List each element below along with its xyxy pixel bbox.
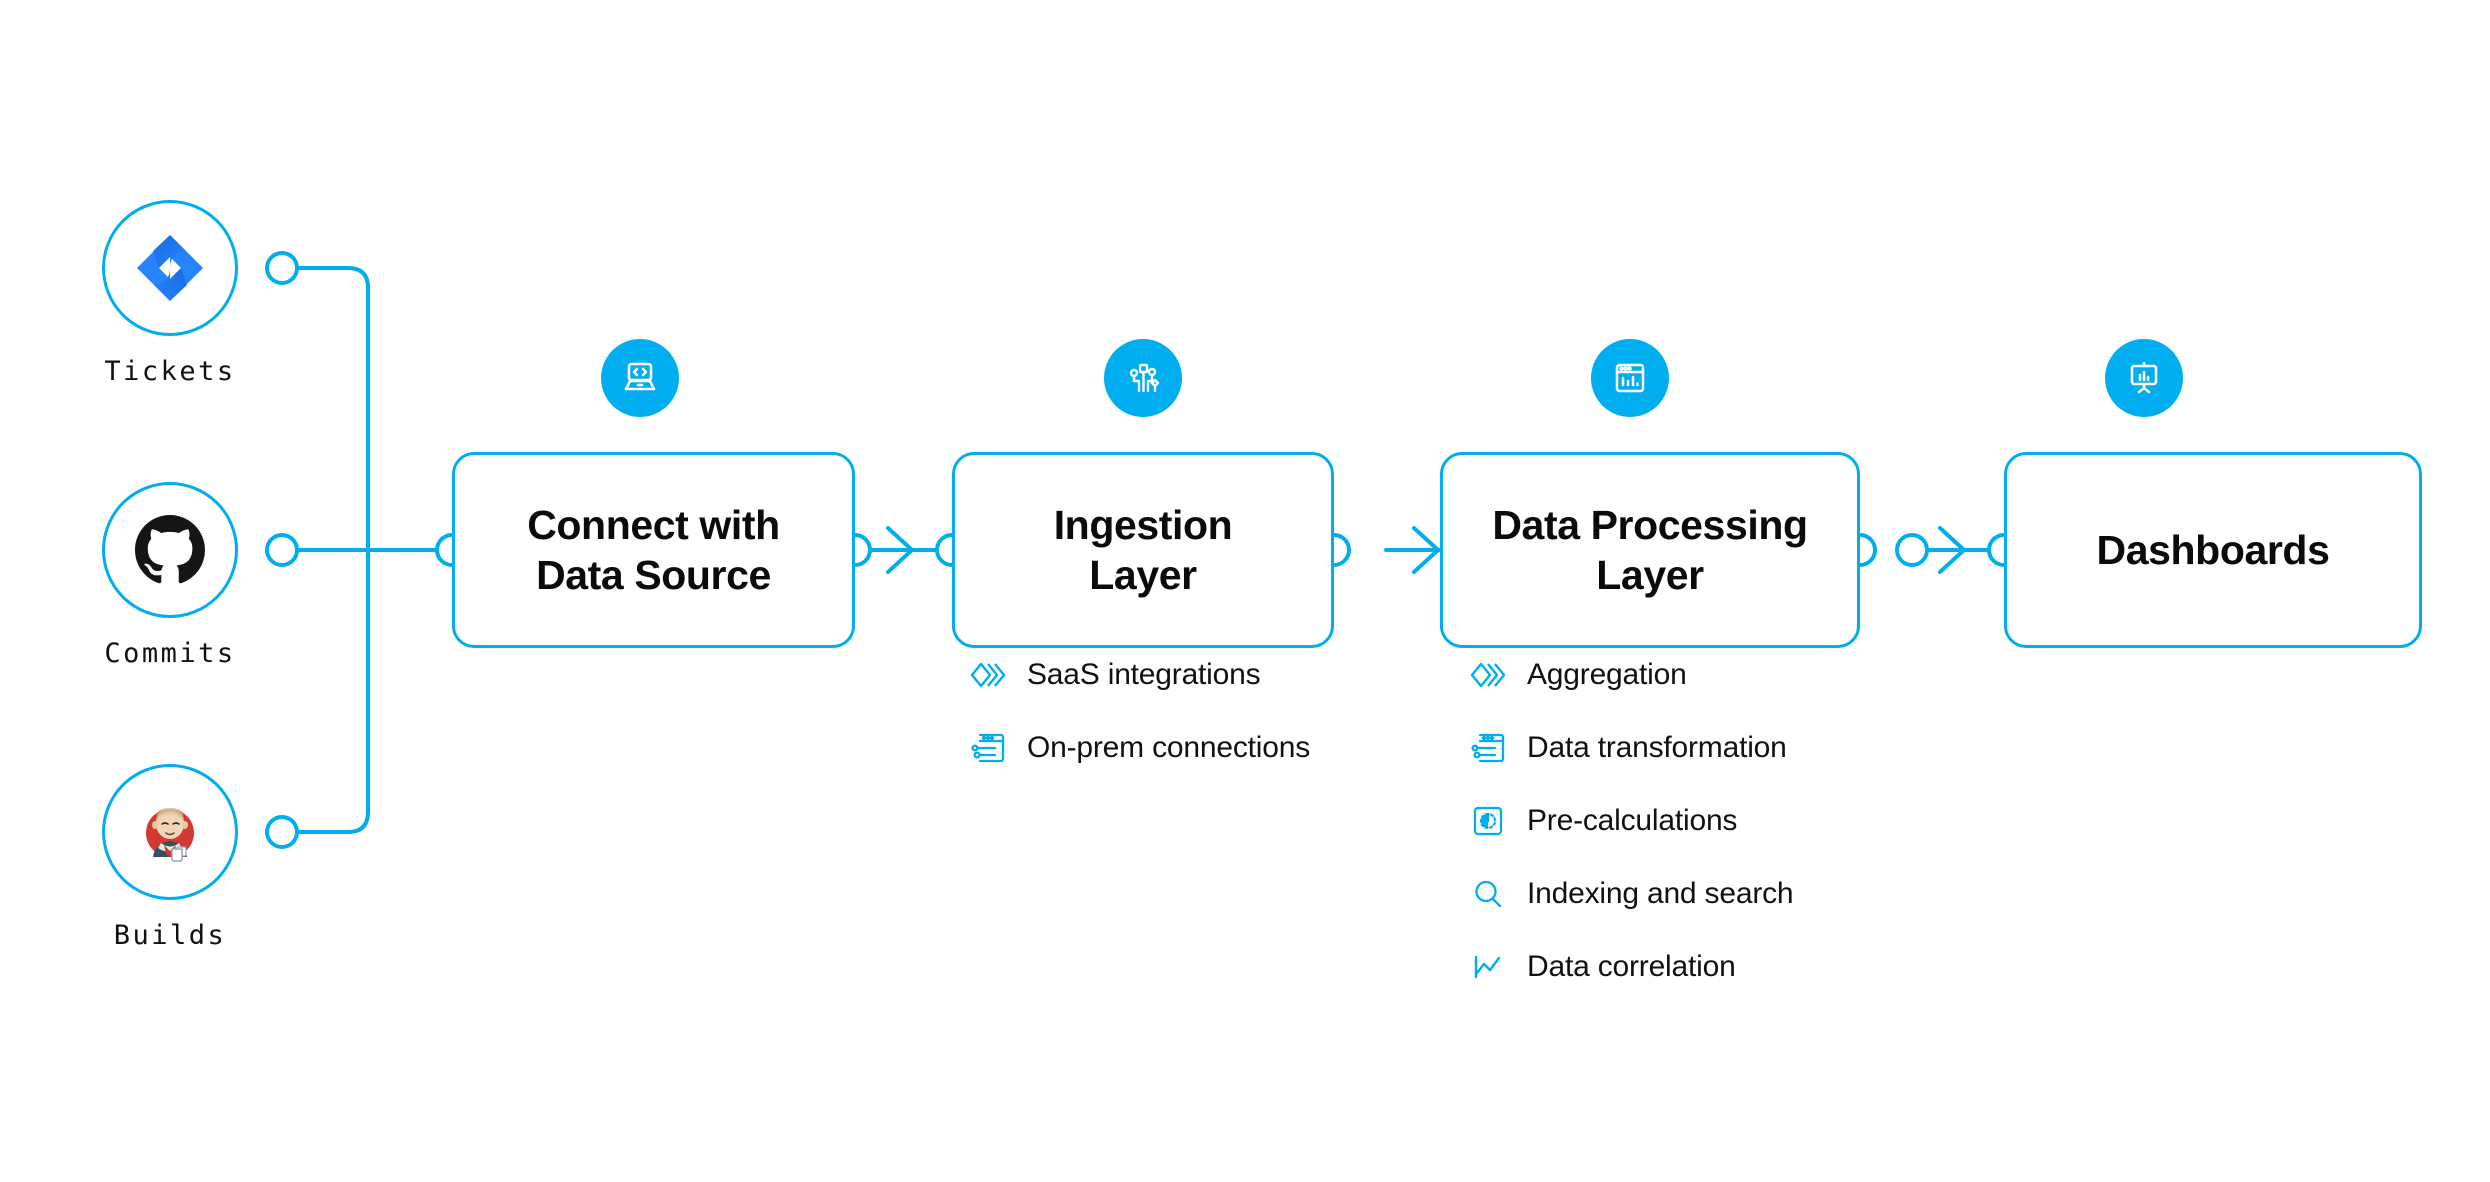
feature-label: Aggregation bbox=[1527, 657, 1687, 691]
feature-label: Pre-calculations bbox=[1527, 803, 1738, 837]
feature-item[interactable]: SaaS integrations bbox=[968, 638, 1310, 711]
feature-item[interactable]: Data correlation bbox=[1468, 930, 1793, 1003]
feature-label: Data transformation bbox=[1527, 730, 1787, 764]
source-node-builds[interactable]: Builds bbox=[100, 764, 240, 951]
connector-node-commits bbox=[265, 533, 299, 567]
badge-data-processing-layer bbox=[1591, 339, 1669, 417]
connector-node-tickets bbox=[265, 251, 299, 285]
line-chart-icon bbox=[1468, 947, 1508, 987]
stacked-chevrons-icon bbox=[1468, 655, 1508, 695]
arrow-box1-box2 bbox=[886, 526, 914, 574]
source-bus-path bbox=[280, 266, 370, 834]
stage-box-dashboards[interactable]: Dashboards bbox=[2004, 452, 2422, 648]
presentation-chart-icon bbox=[2130, 361, 2158, 394]
source-ring-commits bbox=[102, 482, 238, 618]
jira-icon bbox=[137, 235, 203, 301]
connector-node-builds bbox=[265, 815, 299, 849]
source-label-tickets: Tickets bbox=[104, 356, 236, 387]
stage-title-connect-with-data-source: Connect with Data Source bbox=[527, 501, 780, 598]
stage-title-dashboards: Dashboards bbox=[2096, 526, 2330, 573]
stage-title-ingestion-layer: Ingestion Layer bbox=[1053, 501, 1233, 598]
gauge-square-icon bbox=[1468, 801, 1508, 841]
source-label-builds: Builds bbox=[113, 920, 227, 951]
source-ring-builds bbox=[102, 764, 238, 900]
source-ring-tickets bbox=[102, 200, 238, 336]
source-node-tickets[interactable]: Tickets bbox=[100, 200, 240, 387]
badge-connect-with-data-source bbox=[601, 339, 679, 417]
jenkins-icon bbox=[146, 808, 194, 862]
connector-node-box3-right-outer bbox=[1895, 533, 1929, 567]
feature-item[interactable]: On-prem connections bbox=[968, 711, 1310, 784]
feature-label: Data correlation bbox=[1527, 949, 1736, 983]
feature-list-data-processing-layer: Aggregation Data transformation bbox=[1468, 638, 1794, 1003]
feature-item[interactable]: Indexing and search bbox=[1468, 857, 1794, 930]
window-sliders-icon bbox=[1468, 728, 1508, 768]
stage-title-data-processing-layer: Data Processing Layer bbox=[1492, 501, 1808, 598]
feature-item[interactable]: Aggregation bbox=[1468, 638, 1793, 711]
window-sliders-icon bbox=[968, 728, 1008, 768]
arrow-box3-box4 bbox=[1938, 526, 1966, 574]
badge-ingestion-layer bbox=[1104, 339, 1182, 417]
feature-label: Indexing and search bbox=[1527, 876, 1794, 910]
window-barchart-icon bbox=[1615, 363, 1645, 393]
feature-label: On-prem connections bbox=[1027, 730, 1311, 764]
badge-dashboards bbox=[2105, 339, 2183, 417]
circuit-nodes-icon bbox=[1129, 363, 1160, 393]
feature-item[interactable]: Data transformation bbox=[1468, 711, 1793, 784]
source-label-commits: Commits bbox=[104, 638, 236, 669]
arrow-box2-box3 bbox=[1412, 526, 1440, 574]
laptop-code-icon bbox=[624, 362, 656, 391]
feature-label: SaaS integrations bbox=[1027, 657, 1261, 691]
feature-list-ingestion-layer: SaaS integrations On-prem connections bbox=[968, 638, 1310, 784]
magnifier-icon bbox=[1468, 874, 1508, 914]
stacked-chevrons-icon bbox=[968, 655, 1008, 695]
stage-box-ingestion-layer[interactable]: Ingestion Layer bbox=[952, 452, 1334, 648]
feature-item[interactable]: Pre-calculations bbox=[1468, 784, 1793, 857]
stage-box-data-processing-layer[interactable]: Data Processing Layer bbox=[1440, 452, 1860, 648]
github-icon bbox=[135, 515, 205, 584]
source-node-commits[interactable]: Commits bbox=[100, 482, 240, 669]
stage-box-connect-with-data-source[interactable]: Connect with Data Source bbox=[452, 452, 855, 648]
